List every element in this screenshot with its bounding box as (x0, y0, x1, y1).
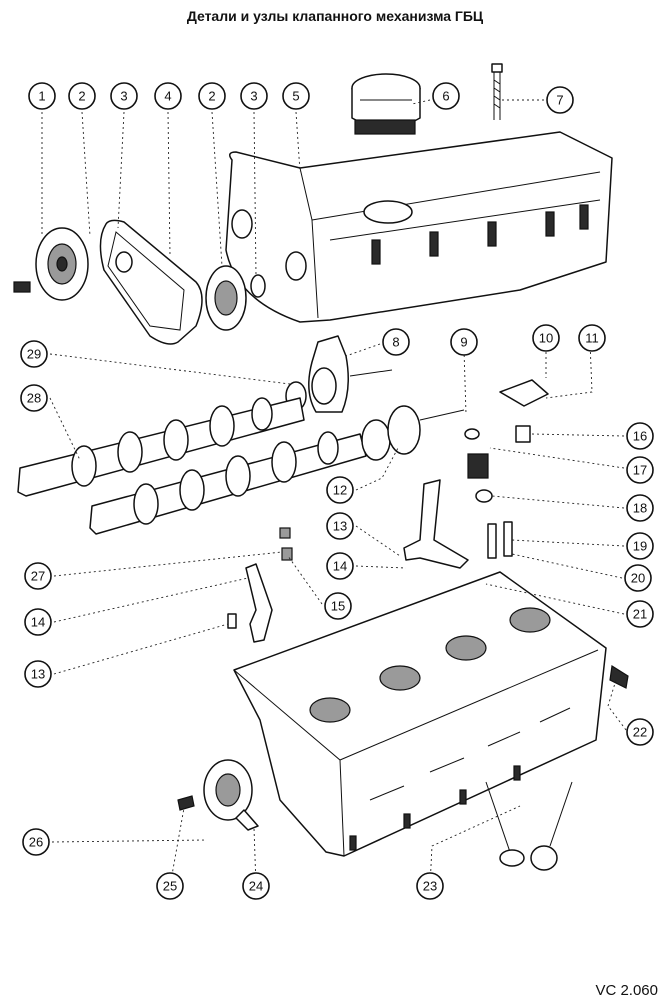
svg-text:24: 24 (249, 879, 263, 894)
cylinder-head (233, 571, 607, 857)
timing-belt (99, 219, 203, 345)
svg-text:29: 29 (27, 347, 41, 362)
callout: 2 (198, 82, 226, 110)
callout: 14 (24, 608, 52, 636)
camshaft-bracket-left (227, 527, 293, 643)
camshaft-pulley-left (13, 227, 89, 301)
svg-text:21: 21 (633, 607, 647, 622)
svg-text:17: 17 (633, 463, 647, 478)
svg-text:23: 23 (423, 879, 437, 894)
rocker-arm (499, 379, 549, 407)
callout: 13 (326, 512, 354, 540)
callout: 5 (282, 82, 310, 110)
svg-text:25: 25 (163, 879, 177, 894)
camshaft-pulley-right (205, 265, 266, 331)
callout: 3 (110, 82, 138, 110)
svg-text:5: 5 (292, 89, 299, 104)
callout: 7 (546, 86, 574, 114)
page-title: Детали и узлы клапанного механизма ГБЦ (186, 8, 484, 24)
valve-intake (485, 781, 525, 867)
svg-text:8: 8 (392, 335, 399, 350)
svg-text:7: 7 (556, 93, 563, 108)
belt-tensioner (177, 759, 259, 831)
callout: 1 (28, 82, 56, 110)
callout: 13 (24, 660, 52, 688)
svg-text:9: 9 (460, 335, 467, 350)
svg-text:18: 18 (633, 501, 647, 516)
callout: 11 (578, 324, 606, 352)
seal-and-bearing-8 (285, 335, 393, 413)
svg-text:11: 11 (585, 331, 599, 346)
callout: 29 (20, 340, 48, 368)
callout: 16 (626, 422, 654, 450)
svg-text:26: 26 (29, 835, 43, 850)
svg-text:10: 10 (539, 331, 553, 346)
callout: 26 (22, 828, 50, 856)
callout: 25 (156, 872, 184, 900)
callout: 24 (242, 872, 270, 900)
callout: 15 (324, 592, 352, 620)
callout: 4 (154, 82, 182, 110)
svg-text:14: 14 (333, 559, 347, 574)
callout: 14 (326, 552, 354, 580)
svg-text:2: 2 (208, 89, 215, 104)
hydraulic-lifter (515, 425, 531, 443)
callout: 23 (416, 872, 444, 900)
valve-spring (464, 428, 493, 503)
callout: 21 (626, 600, 654, 628)
svg-text:13: 13 (31, 667, 45, 682)
svg-text:3: 3 (120, 89, 127, 104)
valve-cover (225, 131, 613, 323)
svg-text:4: 4 (164, 89, 171, 104)
svg-text:2: 2 (78, 89, 85, 104)
callout: 27 (24, 562, 52, 590)
svg-text:3: 3 (250, 89, 257, 104)
svg-text:16: 16 (633, 429, 647, 444)
oil-filler-cap (351, 73, 421, 135)
leader-lines (41, 99, 627, 887)
callout: 3 (240, 82, 268, 110)
svg-text:6: 6 (442, 89, 449, 104)
callout: 2 (68, 82, 96, 110)
camshaft-bracket-right (403, 479, 469, 569)
callout: 17 (626, 456, 654, 484)
temperature-sensor (609, 665, 629, 689)
valve-guides (487, 521, 513, 559)
figure-code: VC 2.060 (595, 982, 658, 999)
callout: 20 (624, 564, 652, 592)
callout: 19 (626, 532, 654, 560)
svg-text:13: 13 (333, 519, 347, 534)
callout: 18 (626, 494, 654, 522)
callout: 28 (20, 384, 48, 412)
callout: 22 (626, 718, 654, 746)
svg-text:14: 14 (31, 615, 45, 630)
bolt-7 (491, 63, 503, 120)
svg-text:15: 15 (331, 599, 345, 614)
svg-text:20: 20 (631, 571, 645, 586)
svg-text:12: 12 (333, 483, 347, 498)
svg-text:19: 19 (633, 539, 647, 554)
callout: 12 (326, 476, 354, 504)
camshaft-upper (17, 397, 305, 497)
valve-exhaust (530, 781, 573, 871)
svg-text:27: 27 (31, 569, 45, 584)
callout: 8 (382, 328, 410, 356)
callout: 9 (450, 328, 478, 356)
svg-text:28: 28 (27, 391, 41, 406)
svg-text:22: 22 (633, 725, 647, 740)
callout: 10 (532, 324, 560, 352)
seal-12 (361, 405, 465, 461)
svg-text:1: 1 (38, 89, 45, 104)
callout: 6 (432, 82, 460, 110)
